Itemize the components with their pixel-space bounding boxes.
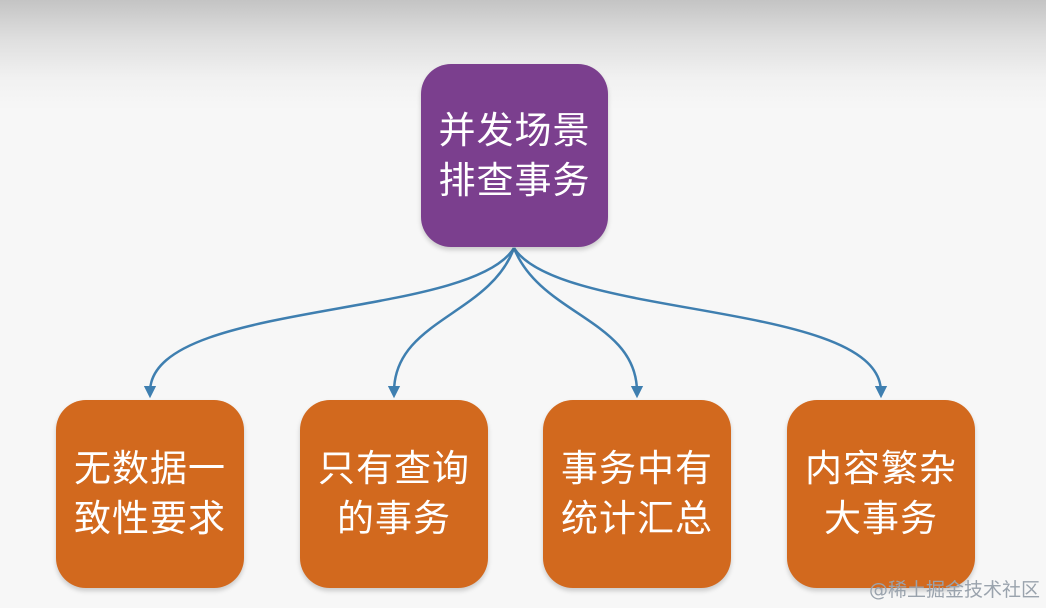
watermark-text: @稀土掘金技术社区 <box>868 579 1040 601</box>
child-node-query-only: 只有查询 的事务 <box>300 400 488 588</box>
root-node: 并发场景 排查事务 <box>421 64 608 247</box>
child-node-aggregation: 事务中有 统计汇总 <box>543 400 731 588</box>
connector-root-to-child-2 <box>512 247 644 399</box>
child-node-large-transaction: 内容繁杂 大事务 <box>787 400 975 588</box>
child-node-no-consistency: 无数据一 致性要求 <box>56 400 244 588</box>
connector-root-to-child-0 <box>143 247 516 399</box>
connector-root-to-child-1 <box>387 247 516 399</box>
connector-root-to-child-3 <box>512 247 888 399</box>
